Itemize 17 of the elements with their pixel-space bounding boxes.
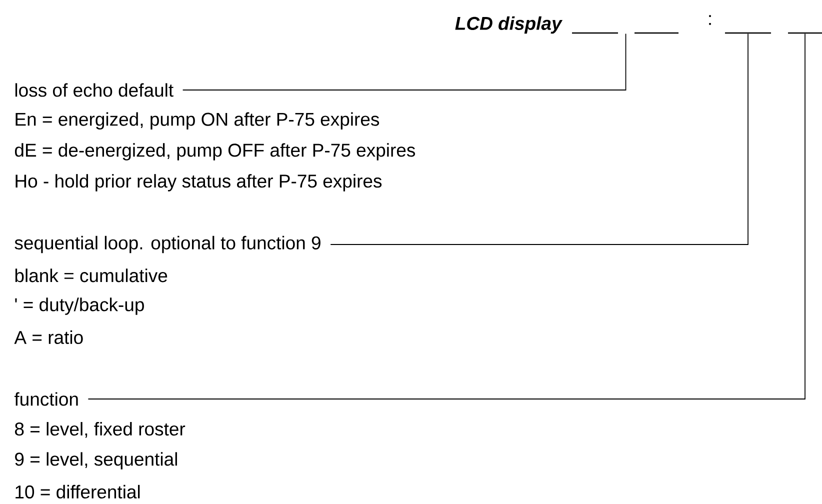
option-text: 10 = differential <box>16 484 140 498</box>
option-text: dE = de-energized, pump OFF after P-75 expires <box>14 143 416 160</box>
leader-line <box>88 33 806 400</box>
option-text: En = energized, pump ON after P-75 expires <box>16 112 380 130</box>
option-text: ' = duty/back-up <box>15 298 144 315</box>
colon: : <box>709 15 711 25</box>
option-text: blank = cumulative <box>15 268 168 282</box>
option-heading: loss of echo default <box>15 83 174 97</box>
leader-line <box>182 33 626 90</box>
option-text: 9 = level, sequential <box>15 452 177 470</box>
title: LCD display <box>455 16 563 34</box>
option-text: 8 = level, fixed roster <box>15 422 186 438</box>
option-text: Ho - hold prior relay status after P-75 expires <box>16 174 382 192</box>
leader-line <box>330 33 748 245</box>
option-heading: function <box>14 392 78 406</box>
option-heading: sequential loop. optional to function 9 <box>14 236 320 254</box>
option-text: A = ratio <box>14 330 83 344</box>
